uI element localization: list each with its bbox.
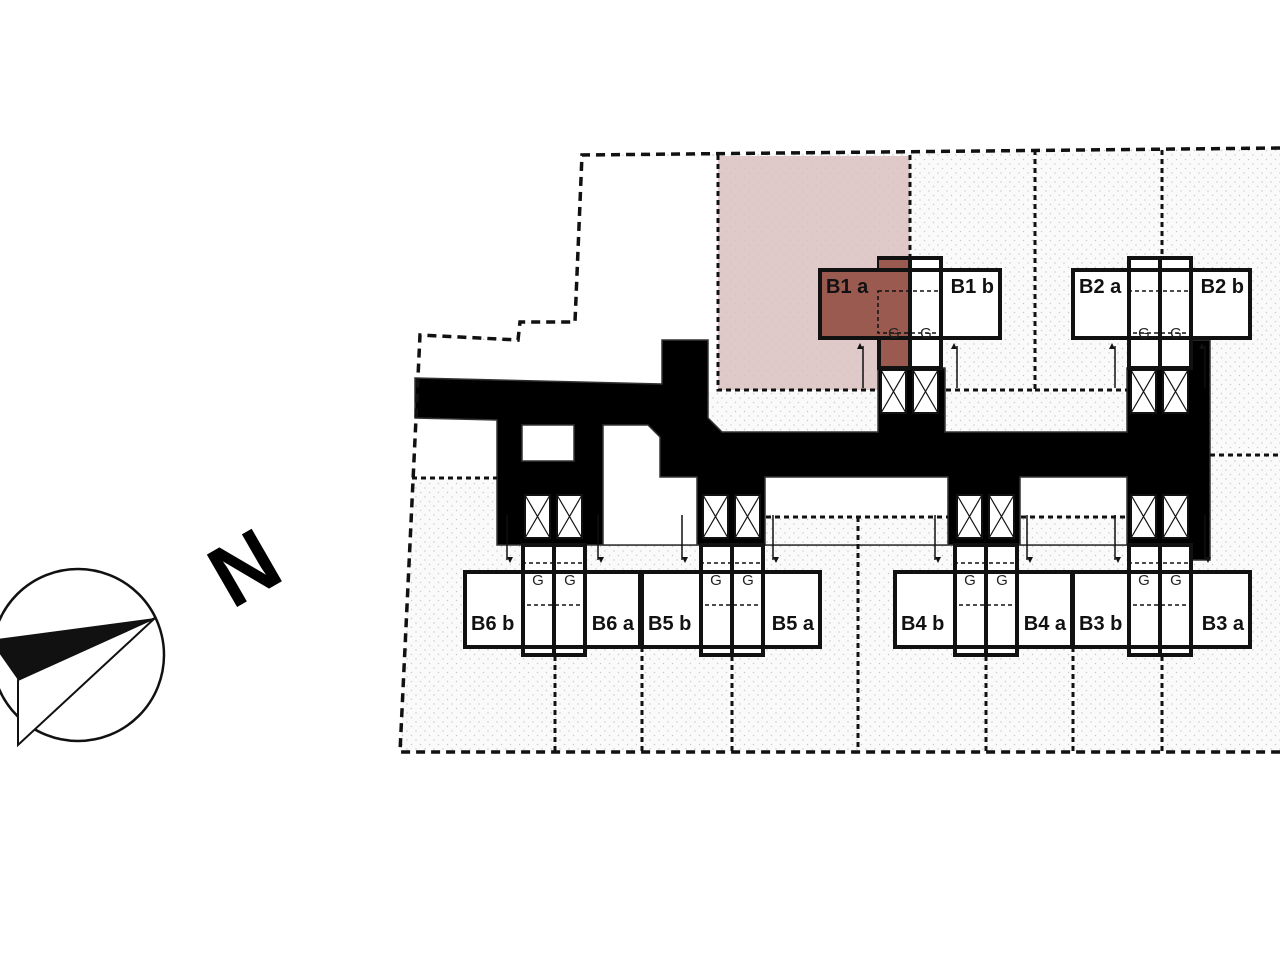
- common-area-left: [412, 418, 497, 478]
- garage-label: G: [996, 572, 1008, 589]
- garage-outline: [877, 290, 943, 334]
- unit-label[interactable]: B5 b: [648, 613, 691, 635]
- garage-label: G: [1138, 572, 1150, 589]
- building-b2[interactable]: G G B2 a B2 b: [1071, 256, 1252, 414]
- garage-label: G: [532, 572, 544, 589]
- unit-label[interactable]: B6 b: [471, 613, 514, 635]
- parking-cross-icon: [1162, 494, 1189, 539]
- unit-label[interactable]: B2 a: [1079, 276, 1122, 298]
- parking-cross-icon: [1162, 369, 1189, 414]
- unit-label[interactable]: B4 a: [1024, 613, 1067, 635]
- parking-cross-icon: [702, 494, 729, 539]
- road-island: [521, 424, 575, 462]
- parking-cross-icon: [734, 494, 761, 539]
- parking-cross-icon: [524, 494, 551, 539]
- building-b5[interactable]: G G B5 b B5 a: [640, 494, 822, 657]
- garage-label: G: [710, 572, 722, 589]
- garage-outline: [1127, 562, 1193, 606]
- parking-cross-icon: [556, 494, 583, 539]
- unit-label[interactable]: B5 a: [772, 613, 815, 635]
- unit-label[interactable]: B1 a: [826, 276, 869, 298]
- site-boundary: [398, 146, 1280, 754]
- garage-label: G: [964, 572, 976, 589]
- garage-outline: [699, 562, 765, 606]
- garage-label: G: [1170, 325, 1182, 342]
- road-mark: ś: [676, 356, 686, 376]
- garage-label: G: [920, 325, 932, 342]
- unit-label[interactable]: B3 b: [1079, 613, 1122, 635]
- parking-cross-icon: [1130, 494, 1157, 539]
- compass-needle: [0, 618, 155, 680]
- garage-outline: [1127, 290, 1193, 334]
- unit-label[interactable]: B4 b: [901, 613, 944, 635]
- unit-label[interactable]: B2 b: [1201, 276, 1244, 298]
- garage-outline: [953, 562, 1019, 606]
- garage-label: G: [1138, 325, 1150, 342]
- parking-cross-icon: [1130, 369, 1157, 414]
- garage-label: G: [1170, 572, 1182, 589]
- building-b6[interactable]: G G B6 b B6 a: [463, 494, 642, 657]
- building-b3[interactable]: G G B3 b B3 a: [1071, 494, 1252, 657]
- road-island: [602, 424, 698, 546]
- north-label: N: [192, 509, 297, 627]
- garage-outline: [521, 562, 587, 606]
- unit-label[interactable]: B6 a: [592, 613, 635, 635]
- garage-label: G: [564, 572, 576, 589]
- road-island: [766, 478, 947, 516]
- compass: [0, 567, 166, 748]
- building-b1[interactable]: G G B1 a B1 b: [818, 256, 1002, 414]
- unit-label[interactable]: B3 a: [1202, 613, 1245, 635]
- garage-label: G: [742, 572, 754, 589]
- unit-label[interactable]: B1 b: [951, 276, 994, 298]
- parking-cross-icon: [988, 494, 1015, 539]
- garage-label: G: [888, 325, 900, 342]
- road-island: [1021, 478, 1126, 516]
- lot-lines: [412, 150, 1280, 752]
- parking-cross-icon: [956, 494, 983, 539]
- parking-cross-icon: [912, 369, 939, 414]
- parking-cross-icon: [880, 369, 907, 414]
- common-area: [415, 157, 716, 392]
